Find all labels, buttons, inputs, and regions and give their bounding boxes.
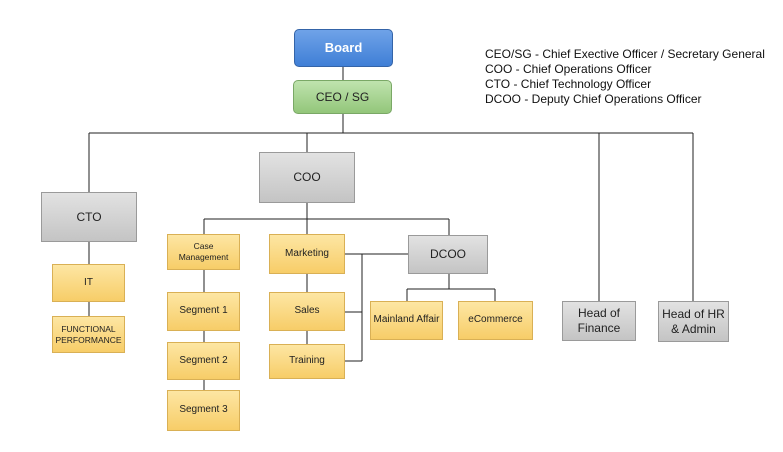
segment-1-node: Segment 1: [167, 292, 240, 331]
head-of-hr-admin-node: Head of HR & Admin: [658, 301, 729, 342]
cto-node: CTO: [41, 192, 137, 242]
training-node: Training: [269, 344, 345, 379]
legend-line: CTO - Chief Technology Officer: [485, 77, 652, 91]
board-node: Board: [294, 29, 393, 67]
functional-performance-node: FUNCTIONAL PERFORMANCE: [52, 316, 125, 353]
mainland-affair-node: Mainland Affair: [370, 301, 443, 340]
head-of-finance-node: Head of Finance: [562, 301, 636, 341]
coo-node: COO: [259, 152, 355, 203]
abbreviation-legend: CEO/SG - Chief Exective Officer / Secret…: [485, 47, 765, 107]
legend-line: DCOO - Deputy Chief Operations Officer: [485, 92, 702, 106]
legend-line: COO - Chief Operations Officer: [485, 62, 652, 76]
marketing-node: Marketing: [269, 234, 345, 274]
segment-2-node: Segment 2: [167, 342, 240, 380]
ceo-node: CEO / SG: [293, 80, 392, 114]
legend-line: CEO/SG - Chief Exective Officer / Secret…: [485, 47, 765, 61]
ecommerce-node: eCommerce: [458, 301, 533, 340]
case-management-node: Case Management: [167, 234, 240, 270]
segment-3-node: Segment 3: [167, 390, 240, 431]
dcoo-node: DCOO: [408, 235, 488, 274]
sales-node: Sales: [269, 292, 345, 331]
it-node: IT: [52, 264, 125, 302]
